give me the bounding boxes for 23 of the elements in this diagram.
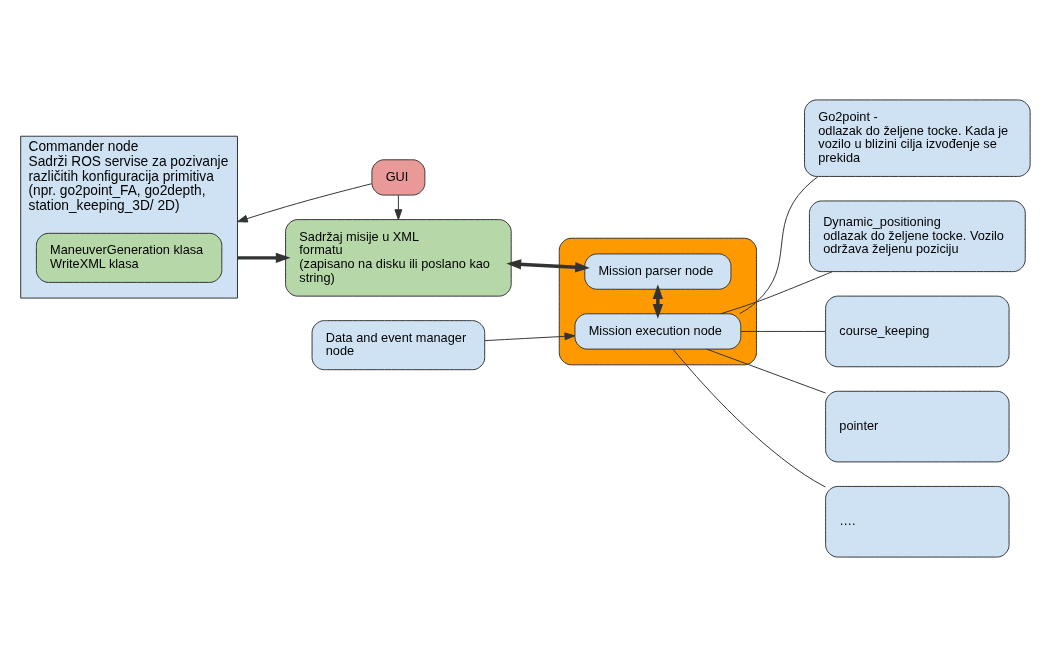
cluster	[558, 237, 757, 365]
arrow	[237, 182, 372, 222]
arrow	[237, 252, 291, 263]
node-box: course_keeping	[825, 295, 1010, 367]
connector	[672, 348, 826, 487]
arrow	[652, 283, 664, 319]
connector	[740, 330, 827, 332]
arrow	[506, 258, 590, 272]
node-box: Mission parser node	[584, 252, 732, 290]
node-box: Data and event manager node	[311, 319, 486, 370]
node-box: GUI	[371, 158, 426, 196]
node-box: Dynamic_positioning odlazak do željene tocke. Vozilo održava željenu poziciju	[808, 200, 1026, 272]
connector	[706, 348, 826, 393]
arrow	[484, 331, 576, 341]
node-box: pointer	[825, 390, 1010, 462]
node-box: Go2point - odlazak do željene tocke. Kada je vozilo u blizini cilja izvođenje se prekida	[804, 98, 1031, 177]
node-box: Sadržaj misije u XML formatu (zapisano na disku ili poslano kao string)	[285, 218, 512, 297]
connector	[720, 270, 833, 314]
node-box: ManeuverGeneration klasa WriteXML klasa	[35, 232, 223, 283]
node-box: Mission execution node	[574, 312, 742, 350]
node-box: ….	[825, 485, 1010, 558]
arrow	[394, 194, 403, 220]
connector	[739, 175, 819, 314]
